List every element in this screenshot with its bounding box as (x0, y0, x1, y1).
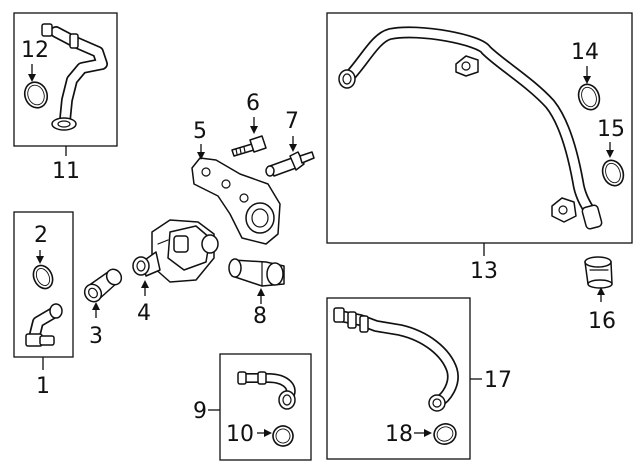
part-9-hose (237, 371, 296, 410)
callout-6: 6 (246, 91, 260, 116)
part-13-coolant-pipe (338, 26, 603, 230)
callout-7: 7 (285, 109, 299, 134)
callout-8: 8 (253, 304, 267, 329)
part-17-pipe (333, 307, 459, 412)
group-17: 18 17 (326, 297, 512, 460)
callout-4: 4 (137, 301, 151, 326)
callout-2: 2 (34, 223, 48, 248)
group-9: 10 9 (193, 353, 312, 461)
part-4-water-pump (132, 219, 219, 283)
part-3-hose-nipple (83, 268, 123, 303)
callout-1: 1 (36, 374, 50, 399)
callout-10: 10 (226, 422, 254, 447)
group-9-frame (219, 353, 312, 461)
part-18-o-ring (433, 423, 457, 445)
group-11: 12 11 (13, 12, 118, 184)
callout-13: 13 (470, 259, 498, 284)
group-1: 2 1 (13, 211, 74, 399)
callout-17: 17 (484, 368, 512, 393)
part-2-o-ring (32, 264, 54, 290)
part-7-fitting (265, 151, 315, 177)
callout-16: 16 (588, 309, 616, 334)
part-12-o-ring (23, 81, 49, 109)
callout-14: 14 (571, 40, 599, 65)
part-15-o-ring (601, 159, 625, 187)
callout-11: 11 (52, 159, 80, 184)
callout-3: 3 (89, 324, 103, 349)
group-13-frame (326, 12, 633, 244)
callout-12: 12 (21, 38, 49, 63)
group-13: 14 15 13 (326, 12, 633, 284)
part-5-bracket (191, 157, 281, 245)
part-8-sleeve (228, 258, 285, 287)
part-14-o-ring (577, 83, 601, 111)
part-10-o-ring (272, 425, 294, 447)
callout-9: 9 (193, 399, 207, 424)
part-1-elbow (25, 303, 63, 347)
callout-5: 5 (193, 119, 207, 144)
part-6-bolt (231, 135, 267, 157)
callout-15: 15 (597, 117, 625, 142)
callout-18: 18 (385, 422, 413, 447)
part-16-connector (584, 256, 613, 289)
part-11-pipe (41, 23, 108, 131)
